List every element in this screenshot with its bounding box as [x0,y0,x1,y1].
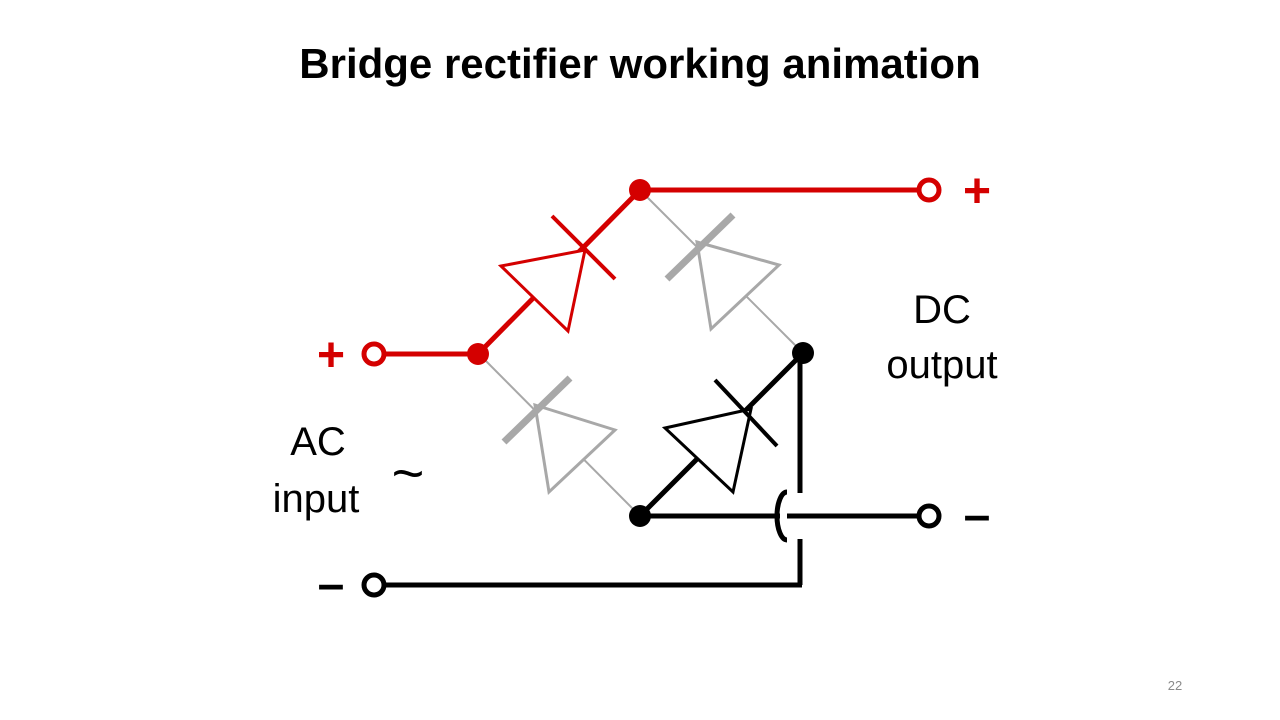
ac-positive-terminal-icon [361,341,387,367]
inactive-diode-lower-left [477,352,641,517]
page-number: 22 [1167,678,1183,693]
active-diode-lower-right [661,378,779,495]
junction-dot-left [467,343,489,365]
junction-dot-top [629,179,651,201]
ac-negative-terminal-icon [361,572,387,598]
junction-dot-right [792,342,814,364]
active-diode-upper-left [497,214,617,334]
dc-positive-terminal-icon [916,177,942,203]
junction-dot-bottom [629,505,651,527]
dc-output-label-line1: DC [913,288,971,332]
diode-icon [533,402,618,496]
diode-icon [661,407,753,495]
inactive-diode-upper-right [639,189,804,354]
ac-input-label-line1: AC [290,420,346,464]
diode-icon [497,248,587,334]
dc-output-label-line2: output [886,343,997,387]
active-return-path [386,351,917,588]
ac-positive-sign: + [317,329,345,382]
ac-negative-sign: – [318,558,345,611]
dc-negative-terminal-icon [916,503,942,529]
slide-title: Bridge rectifier working animation [299,40,981,87]
dc-negative-sign: – [964,489,991,542]
active-positive-path [386,187,917,357]
ac-input-label-line2: input [273,477,360,521]
diode-icon [695,239,782,333]
dc-positive-sign: + [963,165,991,218]
ac-symbol: ~ [392,441,425,504]
